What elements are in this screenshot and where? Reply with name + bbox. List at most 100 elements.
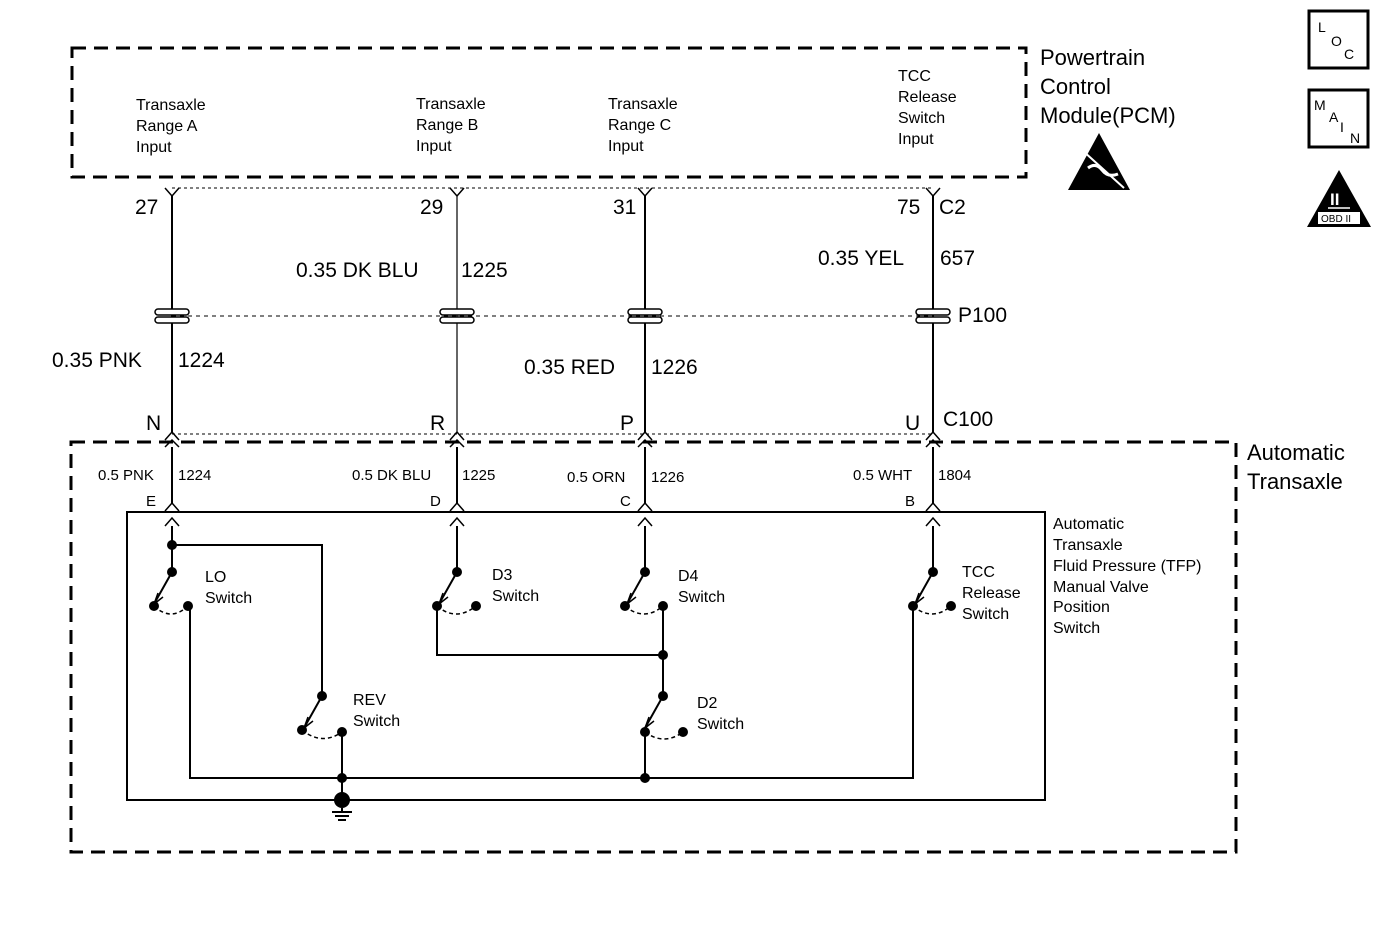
svg-text:Manual Valve: Manual Valve <box>1053 579 1149 596</box>
svg-text:I: I <box>1340 119 1344 135</box>
svg-text:O: O <box>1331 33 1342 49</box>
lo-switch-label: LO Switch <box>205 569 252 607</box>
tw-wht-circuit: 1804 <box>938 467 971 484</box>
c100-pin-p: P <box>620 412 634 435</box>
lo-switch <box>152 571 189 615</box>
svg-text:Transaxle: Transaxle <box>608 96 678 113</box>
tfp-switch-box <box>126 511 1046 801</box>
tw-pnk-color: 0.5 PNK <box>98 467 154 484</box>
d3-switch-label: D3 Switch <box>492 567 539 605</box>
p100-splices <box>154 308 951 324</box>
rev-switch <box>301 695 343 740</box>
svg-text:Switch: Switch <box>962 606 1009 623</box>
svg-text:Switch: Switch <box>492 588 539 605</box>
connector-c100: C100 <box>943 408 993 431</box>
transaxle-box <box>69 440 1238 854</box>
pcm-input-range-c: Transaxle Range C Input <box>608 96 678 155</box>
main-icon: M A I N <box>1307 88 1370 149</box>
rev-switch-label: REV Switch <box>353 692 400 730</box>
pcm-input-range-a: Transaxle Range A Input <box>136 97 206 156</box>
svg-text:LO: LO <box>205 569 226 586</box>
pcm-pin-chevrons <box>164 187 941 198</box>
pin-27: 27 <box>135 196 158 219</box>
svg-text:Automatic: Automatic <box>1247 440 1345 465</box>
pcm-input-range-b: Transaxle Range B Input <box>416 96 486 155</box>
c100-pin-u: U <box>905 412 920 435</box>
transaxle-title: Automatic Transaxle <box>1247 440 1345 494</box>
tw-dkblu-color: 0.5 DK BLU <box>352 467 431 484</box>
svg-text:Transaxle: Transaxle <box>1053 537 1123 554</box>
svg-text:C: C <box>1344 46 1354 62</box>
svg-text:TCC: TCC <box>898 68 931 85</box>
svg-text:D3: D3 <box>492 567 513 584</box>
obd-ii-icon: II OBD II <box>1307 170 1371 227</box>
d4-switch <box>624 571 664 615</box>
tfp-connector-chevrons <box>164 501 941 527</box>
svg-text:Input: Input <box>416 138 452 155</box>
svg-text:N: N <box>1350 130 1360 146</box>
svg-text:L: L <box>1318 19 1326 35</box>
wire-dkblu-color: 0.35 DK BLU <box>296 259 419 282</box>
transaxle-wires <box>171 447 934 503</box>
svg-text:Input: Input <box>898 131 934 148</box>
tfp-switch-title: Automatic Transaxle Fluid Pressure (TFP)… <box>1053 516 1201 637</box>
wire-pnk-circuit: 1224 <box>178 349 225 372</box>
tcc-switch-label: TCC Release Switch <box>962 564 1021 623</box>
loc-icon: L O C <box>1307 9 1370 70</box>
svg-text:D4: D4 <box>678 568 699 585</box>
svg-text:Range A: Range A <box>136 118 198 135</box>
svg-text:Switch: Switch <box>678 589 725 606</box>
svg-text:Switch: Switch <box>353 713 400 730</box>
svg-text:Switch: Switch <box>697 716 744 733</box>
svg-text:II: II <box>1330 190 1339 209</box>
tfp-internal-wiring <box>171 526 934 800</box>
harness-wires <box>171 196 934 432</box>
svg-text:REV: REV <box>353 692 386 709</box>
svg-text:OBD II: OBD II <box>1321 214 1351 225</box>
wire-dkblu-circuit: 1225 <box>461 259 508 282</box>
svg-text:A: A <box>1329 109 1339 125</box>
wire-yel-color: 0.35 YEL <box>818 247 904 270</box>
tw-pin-b: B <box>905 493 915 510</box>
wire-red-circuit: 1226 <box>651 356 698 379</box>
pcm-box <box>70 46 1028 179</box>
svg-text:Powertrain: Powertrain <box>1040 45 1145 70</box>
svg-text:Fluid Pressure (TFP): Fluid Pressure (TFP) <box>1053 558 1201 575</box>
svg-text:Control: Control <box>1040 74 1111 99</box>
svg-text:Range C: Range C <box>608 117 671 134</box>
svg-text:Release: Release <box>962 585 1021 602</box>
svg-text:Input: Input <box>608 138 644 155</box>
tw-orn-color: 0.5 ORN <box>567 469 625 486</box>
c100-pin-n: N <box>146 412 161 435</box>
connector-c2: C2 <box>939 196 966 219</box>
tw-dkblu-circuit: 1225 <box>462 467 495 484</box>
wire-red-color: 0.35 RED <box>524 356 615 379</box>
d3-switch <box>436 571 477 615</box>
tw-wht-color: 0.5 WHT <box>853 467 912 484</box>
svg-text:Module(PCM): Module(PCM) <box>1040 103 1176 128</box>
svg-text:Range B: Range B <box>416 117 478 134</box>
svg-text:Switch: Switch <box>205 590 252 607</box>
c100-chevrons <box>164 430 941 448</box>
svg-text:TCC: TCC <box>962 564 995 581</box>
ground-icon <box>332 792 352 821</box>
svg-text:Release: Release <box>898 89 957 106</box>
svg-text:Position: Position <box>1053 599 1110 616</box>
tw-pin-e: E <box>146 493 156 510</box>
c100-pin-r: R <box>430 412 445 435</box>
junction-dots <box>149 540 956 783</box>
svg-text:M: M <box>1314 97 1326 113</box>
d2-switch <box>643 695 684 740</box>
d4-switch-label: D4 Switch <box>678 568 725 606</box>
d2-switch-label: D2 Switch <box>697 695 744 733</box>
tw-pin-c: C <box>620 493 631 510</box>
tw-pin-d: D <box>430 493 441 510</box>
splice-pack-p100: P100 <box>958 304 1007 327</box>
svg-text:Transaxle: Transaxle <box>416 96 486 113</box>
svg-text:Switch: Switch <box>1053 620 1100 637</box>
pcm-input-tcc: TCC Release Switch Input <box>898 68 957 148</box>
wire-yel-circuit: 657 <box>940 247 975 270</box>
svg-text:Input: Input <box>136 139 172 156</box>
svg-text:Transaxle: Transaxle <box>136 97 206 114</box>
